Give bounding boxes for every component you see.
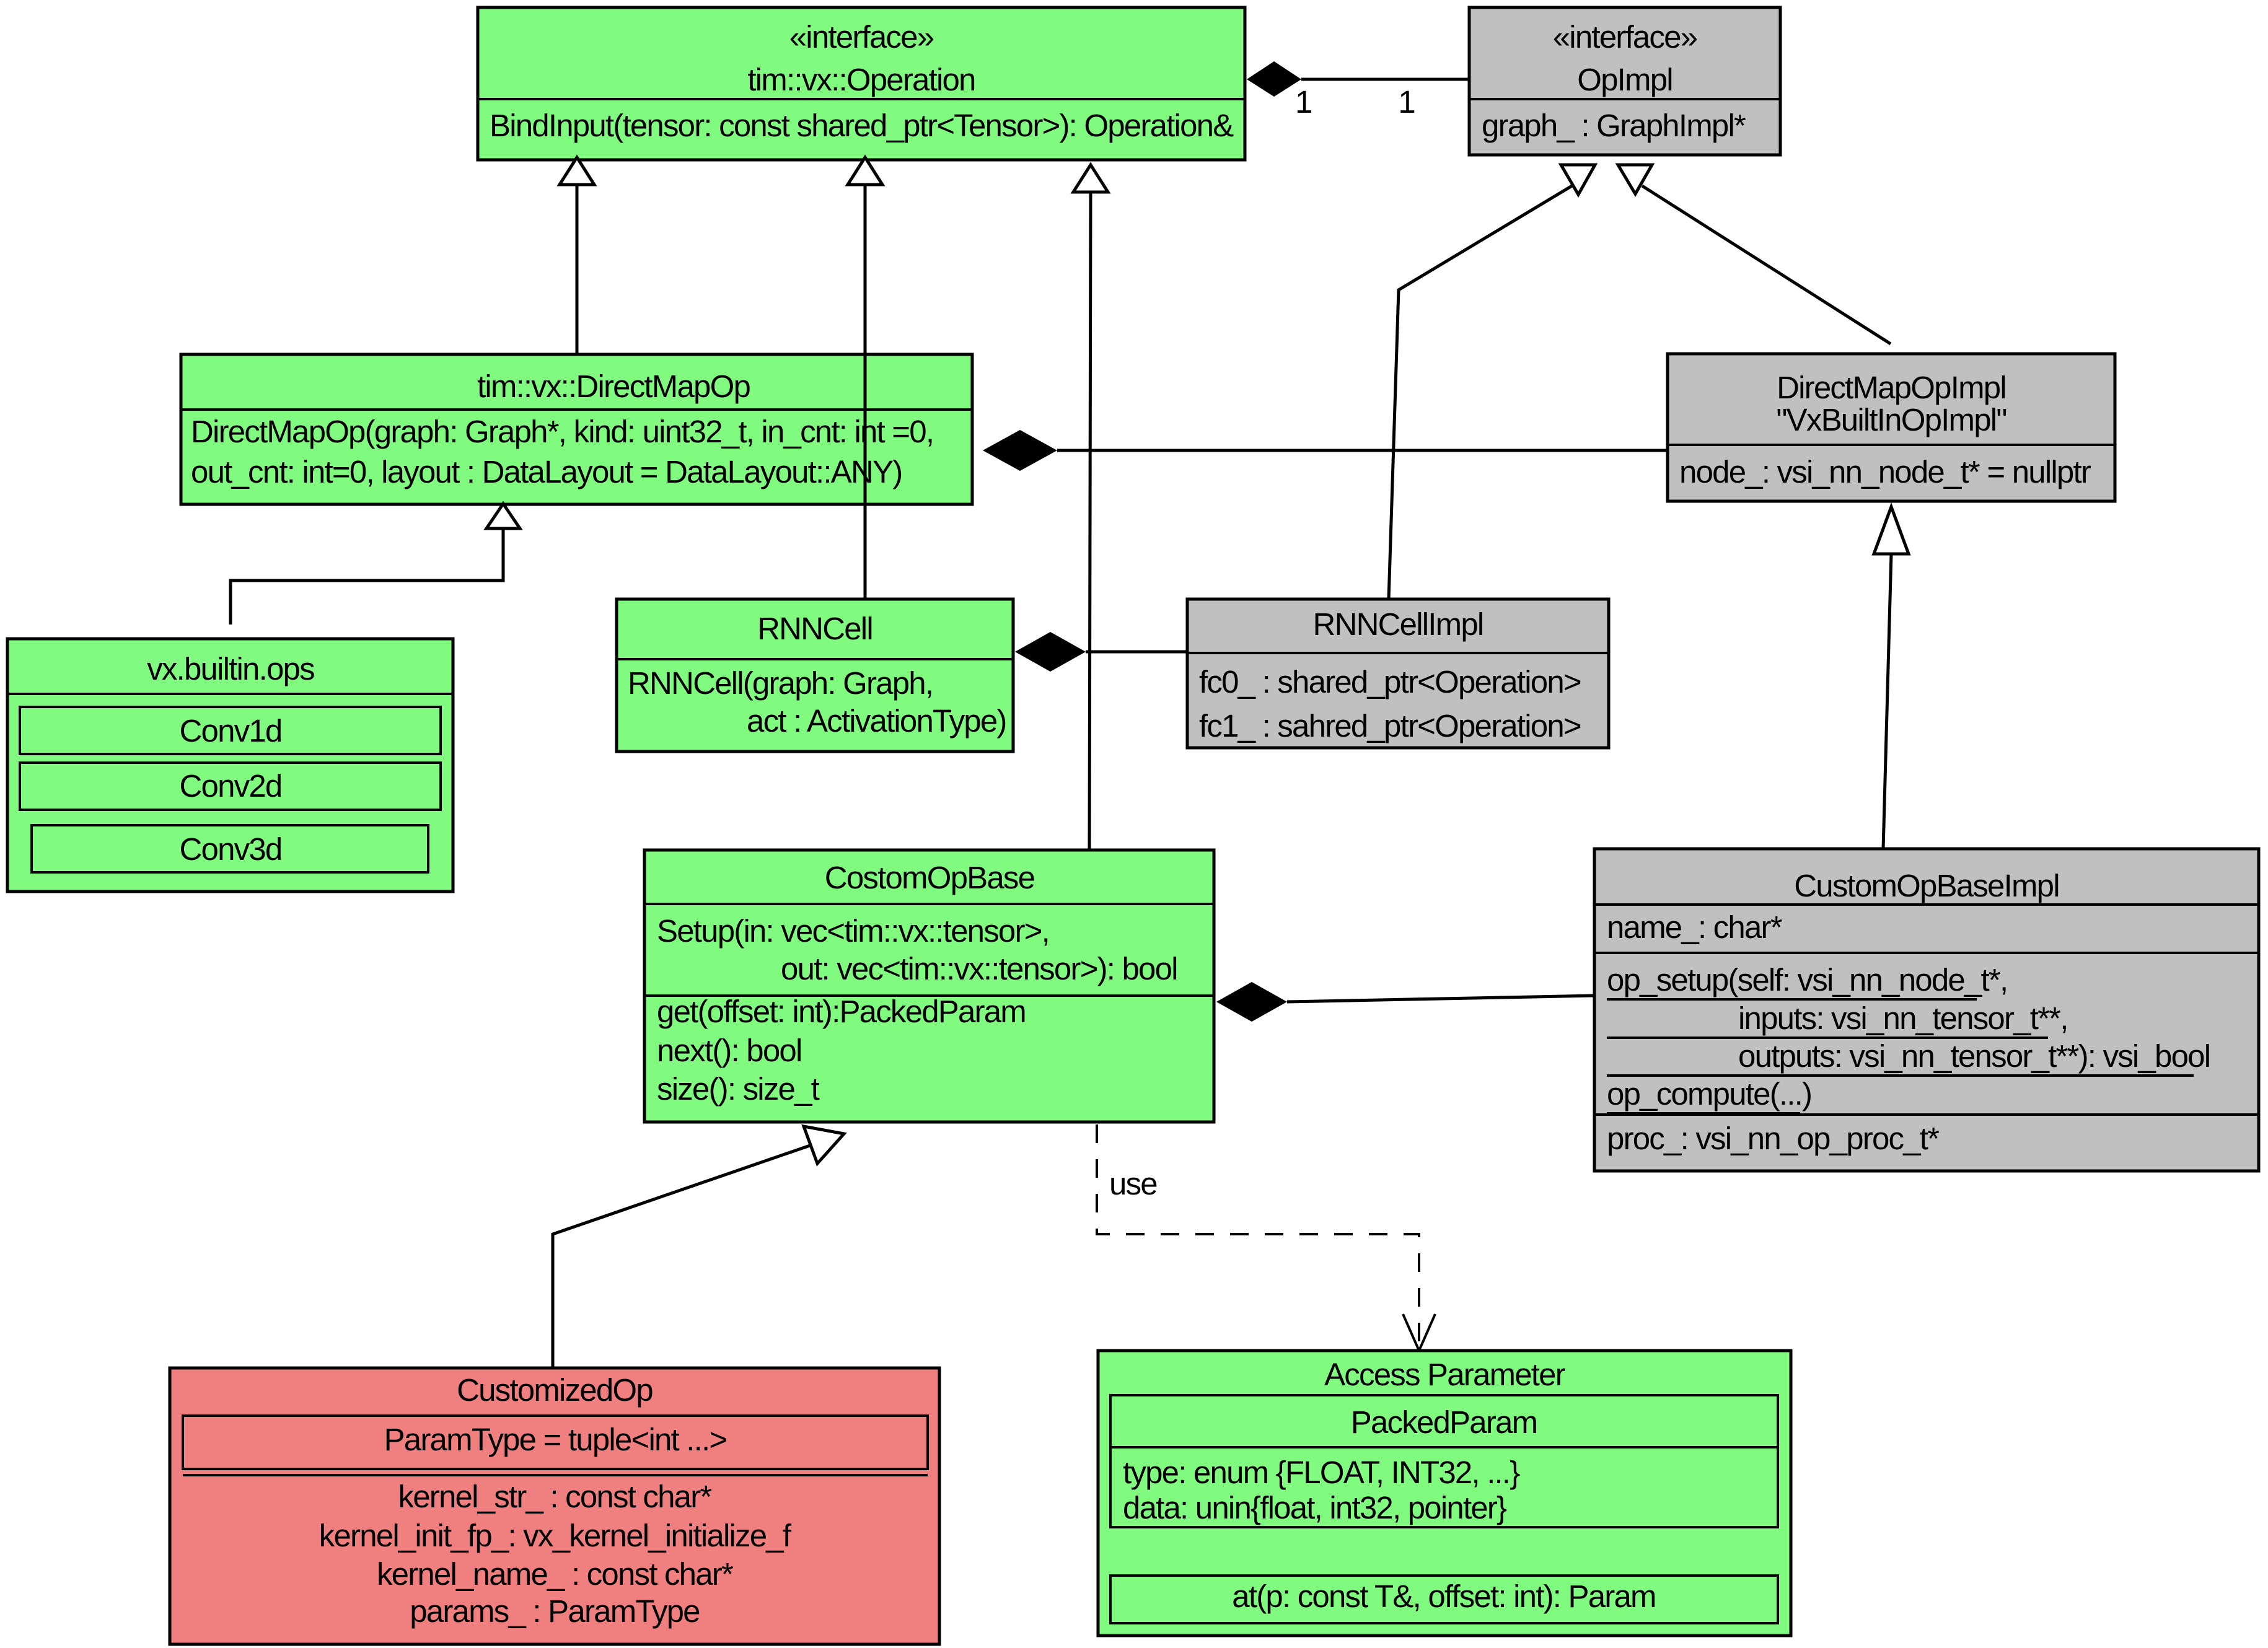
svg-text:size(): size_t: size(): size_t: [657, 1071, 820, 1107]
svg-text:kernel_str_ : const char*: kernel_str_ : const char*: [398, 1479, 713, 1514]
svg-text:get(offset: int):PackedParam: get(offset: int):PackedParam: [657, 994, 1026, 1029]
svg-text:out_cnt: int=0, layout : DataL: out_cnt: int=0, layout : DataLayout = Da…: [191, 454, 902, 489]
svg-text:DirectMapOpImpl: DirectMapOpImpl: [1777, 370, 2006, 405]
svg-text:type: enum {FLOAT, INT32, ...}: type: enum {FLOAT, INT32, ...}: [1123, 1455, 1520, 1490]
svg-text:out: vec<tim::vx::tensor>): bo: out: vec<tim::vx::tensor>): bool: [781, 951, 1177, 986]
svg-text:ParamType = tuple<int ...>: ParamType = tuple<int ...>: [384, 1422, 727, 1457]
svg-text:OpImpl: OpImpl: [1577, 62, 1672, 97]
svg-text:«interface»: «interface»: [1553, 19, 1697, 55]
svg-text:at(p: const T&, offset: int):: at(p: const T&, offset: int): Param: [1232, 1579, 1655, 1614]
svg-text:RNNCellImpl: RNNCellImpl: [1313, 607, 1483, 642]
svg-text:Setup(in: vec<tim::vx::tensor>: Setup(in: vec<tim::vx::tensor>,: [657, 913, 1049, 949]
svg-text:fc0_ : shared_ptr<Operation>: fc0_ : shared_ptr<Operation>: [1199, 664, 1581, 699]
svg-text:RNNCell: RNNCell: [757, 611, 872, 646]
svg-text:"VxBuiltInOpImpl": "VxBuiltInOpImpl": [1776, 402, 2006, 437]
svg-text:tim::vx::Operation: tim::vx::Operation: [747, 62, 975, 97]
svg-text:next(): bool: next(): bool: [657, 1033, 802, 1068]
svg-text:graph_ : GraphImpl*: graph_ : GraphImpl*: [1482, 108, 1746, 143]
svg-text:CostomOpBase: CostomOpBase: [825, 860, 1035, 895]
svg-text:Conv1d: Conv1d: [180, 713, 282, 748]
svg-text:Access Parameter: Access Parameter: [1324, 1357, 1566, 1392]
svg-text:use: use: [1109, 1166, 1157, 1201]
svg-text:node_: vsi_nn_node_t* = nullpt: node_: vsi_nn_node_t* = nullptr: [1679, 454, 2091, 489]
svg-text:vx.builtin.ops: vx.builtin.ops: [147, 651, 314, 686]
svg-text:fc1_ : sahred_ptr<Operation>: fc1_ : sahred_ptr<Operation>: [1199, 708, 1581, 743]
svg-text:data: unin{float, int32, point: data: unin{float, int32, pointer}: [1123, 1490, 1507, 1525]
svg-text:BindInput(tensor: const shared: BindInput(tensor: const shared_ptr<Tenso…: [490, 108, 1234, 143]
svg-text:op_setup(self: vsi_nn_node_t*,: op_setup(self: vsi_nn_node_t*,: [1607, 962, 2007, 997]
svg-text:DirectMapOp(graph: Graph*, kin: DirectMapOp(graph: Graph*, kind: uint32_…: [191, 414, 933, 449]
svg-text:Conv2d: Conv2d: [180, 768, 282, 804]
svg-text:Conv3d: Conv3d: [180, 831, 282, 867]
svg-text:op_compute(...): op_compute(...): [1607, 1076, 1811, 1111]
svg-text:inputs: vsi_nn_tensor_t**,: inputs: vsi_nn_tensor_t**,: [1738, 1001, 2068, 1036]
svg-text:1: 1: [1295, 84, 1312, 120]
svg-text:name_: char*: name_: char*: [1607, 909, 1783, 945]
svg-text:params_ : ParamType: params_ : ParamType: [410, 1593, 700, 1629]
svg-text:RNNCell(graph: Graph,: RNNCell(graph: Graph,: [628, 665, 933, 701]
svg-text:kernel_init_fp_: vx_kernel_ini: kernel_init_fp_: vx_kernel_initialize_f: [319, 1518, 792, 1553]
svg-text:«interface»: «interface»: [789, 19, 934, 55]
svg-text:outputs: vsi_nn_tensor_t**): v: outputs: vsi_nn_tensor_t**): vsi_bool: [1738, 1038, 2210, 1074]
svg-text:kernel_name_ : const char*: kernel_name_ : const char*: [377, 1556, 734, 1592]
svg-text:CustomizedOp: CustomizedOp: [457, 1372, 653, 1408]
svg-text:CustomOpBaseImpl: CustomOpBaseImpl: [1794, 868, 2059, 903]
svg-text:PackedParam: PackedParam: [1351, 1405, 1537, 1440]
svg-text:1: 1: [1398, 84, 1415, 120]
svg-text:act : ActivationType): act : ActivationType): [747, 703, 1006, 739]
svg-text:tim::vx::DirectMapOp: tim::vx::DirectMapOp: [477, 369, 750, 404]
svg-text:proc_: vsi_nn_op_proc_t*: proc_: vsi_nn_op_proc_t*: [1607, 1121, 1940, 1156]
